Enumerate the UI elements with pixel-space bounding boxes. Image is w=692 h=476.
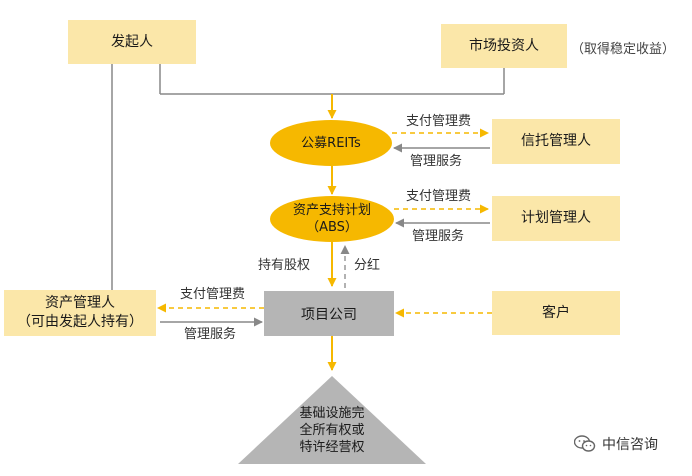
- dividend-label: 分红: [354, 258, 381, 273]
- project-company-node: 项目公司: [264, 291, 394, 336]
- abs-node: 资产支持计划 （ABS）: [270, 196, 394, 242]
- sponsor-node: 发起人: [68, 20, 196, 64]
- infrastructure-triangle: [238, 376, 426, 464]
- infra-label-line3: 特许经营权: [299, 440, 365, 455]
- pay-fee-asset-label: 支付管理费: [180, 287, 246, 302]
- trust-manager-node: 信托管理人: [492, 119, 620, 164]
- infra-label-line2: 全所有权或: [299, 423, 365, 438]
- watermark-text: 中信咨询: [602, 437, 658, 453]
- pay-fee-trust-label: 支付管理费: [406, 114, 472, 129]
- public-reits-node: 公募REITs: [270, 120, 392, 166]
- hold-equity-label: 持有股权: [258, 258, 311, 273]
- watermark: 中信咨询: [574, 434, 658, 454]
- asset-manager-label-line1: 资产管理人: [45, 295, 115, 311]
- plan-manager-node: 计划管理人: [492, 196, 620, 241]
- infrastructure-label: 基础设施完 全所有权或 特许经营权: [282, 405, 382, 456]
- market-investor-note: （取得稳定收益）: [571, 42, 676, 57]
- pay-fee-plan-label: 支付管理费: [406, 189, 472, 204]
- wechat-icon: [574, 435, 596, 452]
- service-plan-label: 管理服务: [412, 229, 465, 244]
- service-trust-label: 管理服务: [410, 154, 463, 169]
- infra-label-line1: 基础设施完: [299, 406, 365, 421]
- asset-manager-label-line2: （可由发起人持有）: [17, 314, 143, 330]
- abs-label-line1: 资产支持计划: [292, 203, 371, 218]
- service-asset-label: 管理服务: [184, 327, 237, 342]
- customer-node: 客户: [492, 291, 620, 335]
- abs-label-line2: （ABS）: [306, 220, 358, 235]
- market-investor-node: 市场投资人: [441, 24, 567, 68]
- asset-manager-node: 资产管理人 （可由发起人持有）: [4, 290, 156, 336]
